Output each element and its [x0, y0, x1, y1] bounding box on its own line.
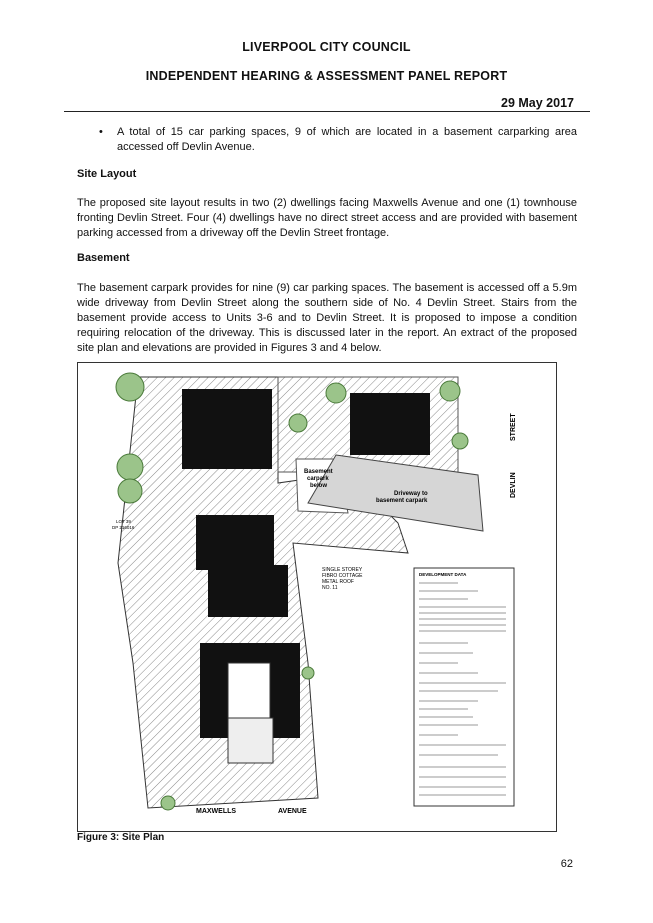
garage	[227, 662, 271, 719]
driveway-label-2: basement carpark	[376, 498, 428, 504]
driveway-label-1: Driveway to	[394, 491, 428, 497]
street-label-devlin: DEVLIN	[510, 472, 517, 498]
basement-label-3: below	[310, 483, 327, 489]
dwelling-3	[208, 565, 288, 617]
dwelling-2	[196, 515, 274, 570]
bullet-symbol: •	[99, 126, 103, 138]
lot-label-2: DP 216016	[112, 525, 135, 530]
cottage-label-1: SINGLE STOREY	[322, 567, 363, 573]
tree-icon	[115, 372, 145, 402]
site-layout-paragraph: The proposed site layout results in two …	[77, 197, 577, 239]
tree-icon	[451, 432, 469, 450]
site-plan-figure: Basement carpark below Driveway to basem…	[77, 362, 557, 832]
cottage-label-4: NO. 11	[322, 585, 338, 591]
report-date: 29 May 2017	[501, 96, 574, 110]
street-label-avenue: AVENUE	[278, 808, 307, 815]
car-space	[227, 717, 274, 764]
tree-icon	[301, 666, 315, 680]
tree-icon	[117, 478, 143, 504]
header-divider	[64, 111, 590, 112]
dwelling-1	[182, 389, 272, 469]
figure-caption: Figure 3: Site Plan	[77, 832, 165, 843]
basement-paragraph: The basement carpark provides for nine (…	[77, 282, 577, 354]
tree-icon	[325, 382, 347, 404]
site-plan-drawing: Basement carpark below Driveway to basem…	[112, 372, 517, 815]
lot-label-1: LOT 39	[116, 519, 131, 524]
tree-icon	[439, 380, 461, 402]
basement-heading: Basement	[77, 252, 130, 264]
street-label-street: STREET	[510, 413, 517, 441]
council-name: LIVERPOOL CITY COUNCIL	[242, 40, 411, 54]
bullet-text: A total of 15 car parking spaces, 9 of w…	[117, 126, 577, 153]
development-data-lines	[419, 582, 506, 796]
site-layout-heading: Site Layout	[77, 168, 137, 180]
report-title: INDEPENDENT HEARING & ASSESSMENT PANEL R…	[145, 69, 508, 83]
dwelling-devlin	[350, 393, 430, 455]
tree-icon	[160, 795, 176, 811]
street-label-maxwells: MAXWELLS	[196, 808, 236, 815]
driveway-area	[307, 454, 484, 532]
tree-icon	[116, 453, 144, 481]
tree-icon	[288, 413, 308, 433]
cottage-label-3: METAL ROOF	[322, 579, 354, 585]
basement-label-1: Basement	[304, 469, 333, 475]
development-data-title: DEVELOPMENT DATA	[419, 572, 467, 577]
page-number: 62	[560, 858, 573, 870]
basement-label-2: carpark	[307, 476, 329, 482]
cottage-label-2: FIBRO COTTAGE	[322, 573, 363, 579]
development-data-table	[413, 567, 515, 807]
